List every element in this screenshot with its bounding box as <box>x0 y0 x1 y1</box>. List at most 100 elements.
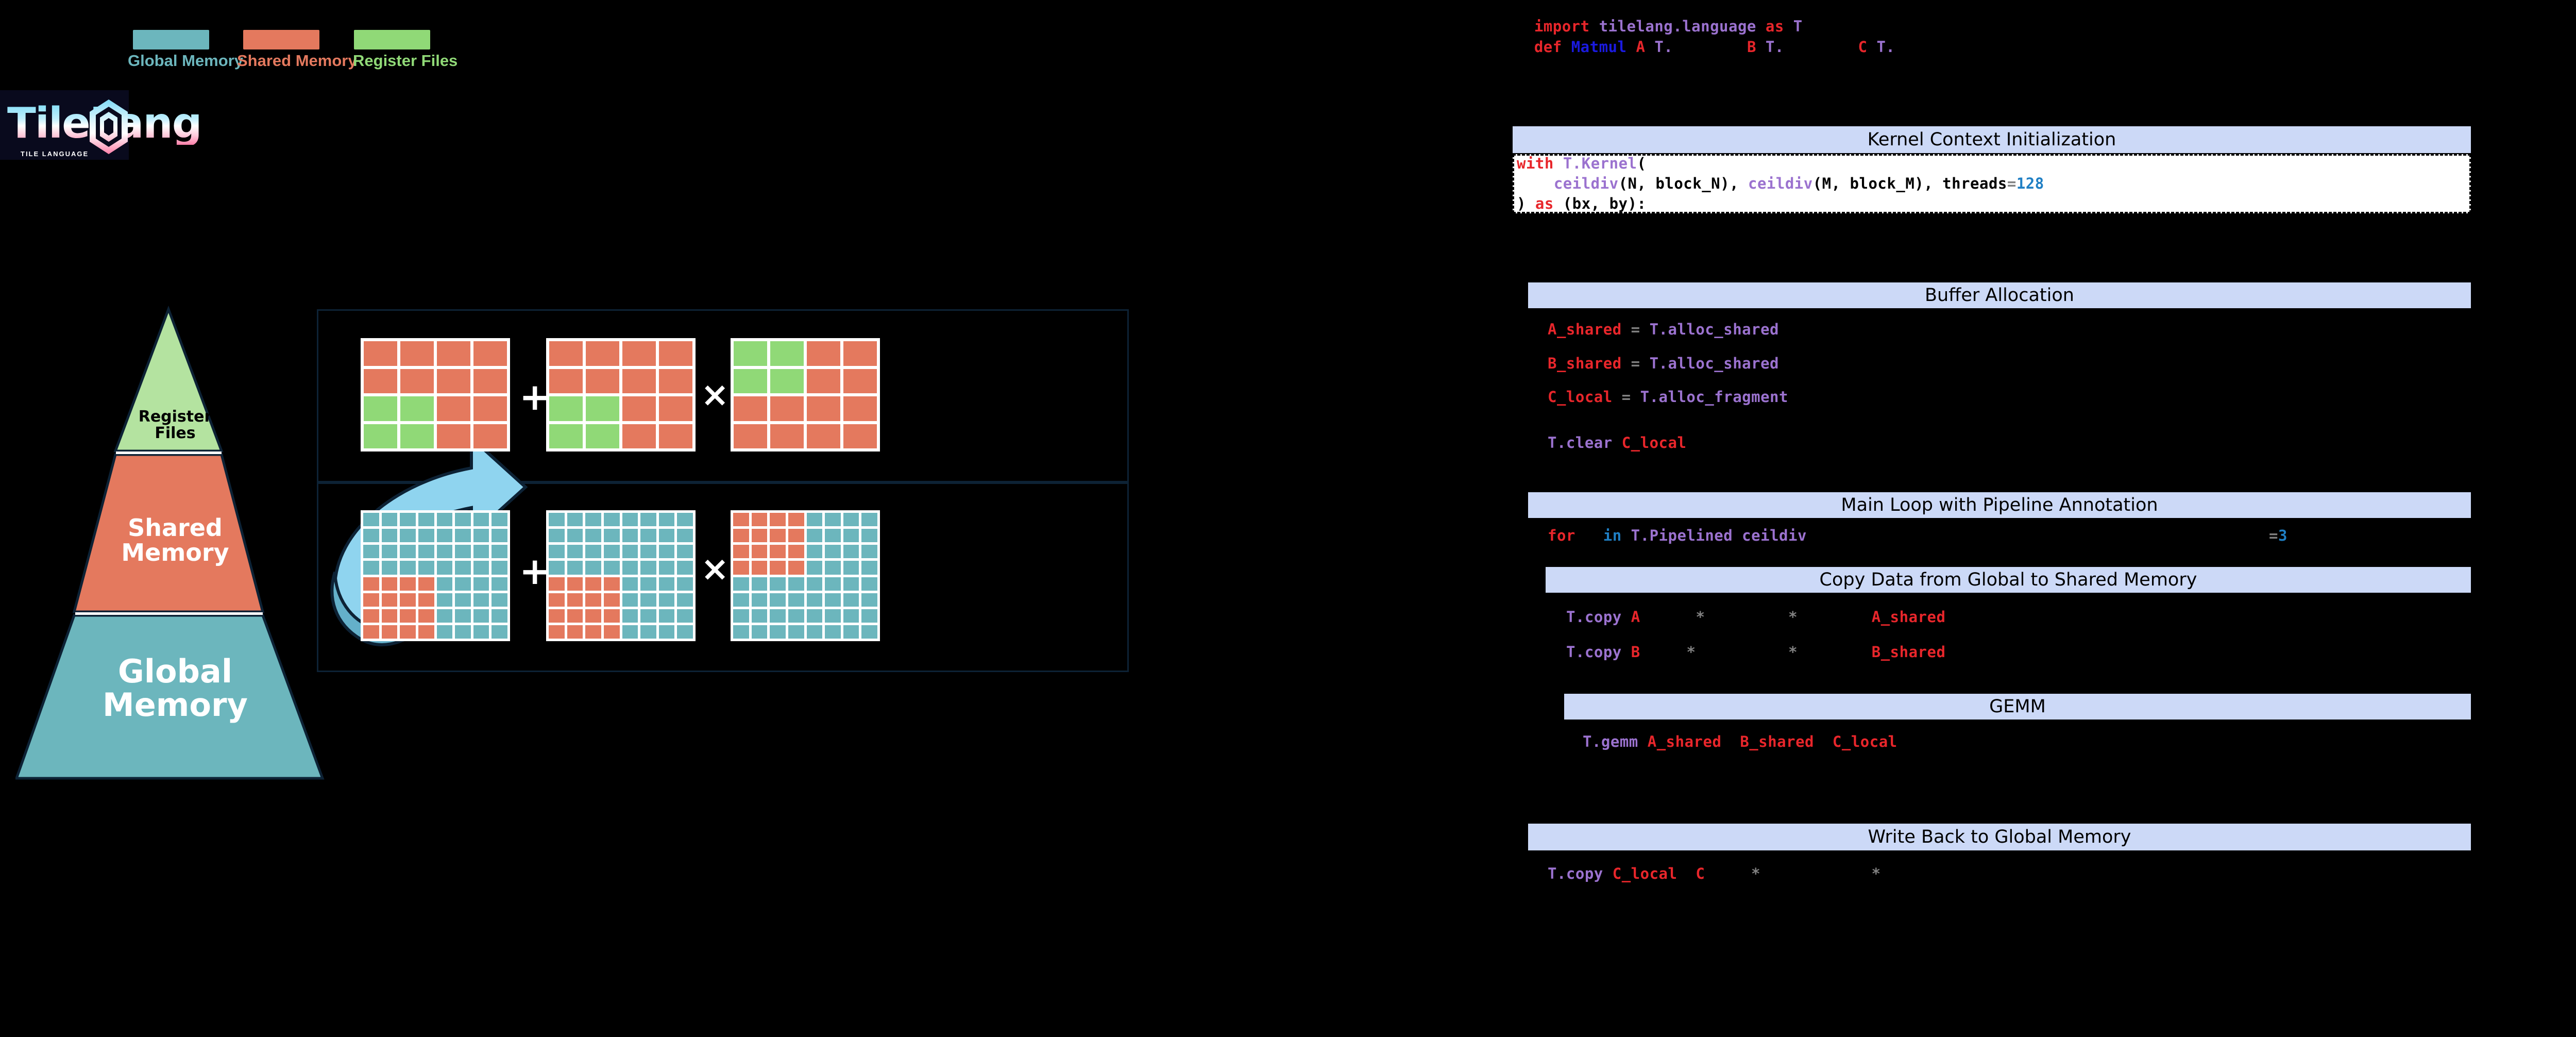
matrix-cell-shared <box>585 625 601 639</box>
matrix-bottom-C <box>361 510 510 641</box>
matrix-cell-global <box>603 561 620 575</box>
matrix-cell-global <box>381 561 398 575</box>
matrix-cell-global <box>806 609 823 623</box>
matrix-cell-global <box>861 593 877 607</box>
code-panel: import tilelang.language as T def Matmul… <box>1494 0 2576 1037</box>
code-line-gemm: T.gemm A_shared B_shared C_local <box>1583 733 1897 750</box>
matrix-cell-global <box>770 593 786 607</box>
matrix-cell-global <box>806 625 823 639</box>
matrix-cell-register <box>549 396 583 421</box>
matrix-cell-global <box>843 593 859 607</box>
code-line-writeback-copy: T.copy C_local C * * <box>1548 865 1881 882</box>
matrix-cell-global <box>770 625 786 639</box>
code-line-def: def Matmul A T. B T. C T. <box>1497 21 1895 73</box>
matrix-cell-global <box>640 593 656 607</box>
diagram-panel: TileLang TILE LANGUAGE Global Memory Sha… <box>0 30 1129 780</box>
matrix-cell-shared <box>770 561 786 575</box>
matrix-cell-global <box>751 593 768 607</box>
matrix-cell-global <box>640 577 656 591</box>
memory-hierarchy-pyramid <box>15 305 325 780</box>
matrix-cell-shared <box>733 561 749 575</box>
matrix-cell-global <box>788 625 804 639</box>
matrix-cell-global <box>861 625 877 639</box>
matrix-cell-global <box>770 577 786 591</box>
param-C-type: T. <box>1876 38 1895 56</box>
matrix-cell-global <box>585 529 601 543</box>
matrix-cell-shared <box>437 369 470 393</box>
matrix-cell-global <box>861 513 877 527</box>
matrix-cell-global <box>455 529 471 543</box>
matrix-cell-register <box>364 424 397 448</box>
matrix-cell-shared <box>622 424 656 448</box>
matrix-cell-global <box>825 625 841 639</box>
param-A: A <box>1636 38 1646 56</box>
matrix-cell-global <box>455 577 471 591</box>
matrix-cell-shared <box>770 396 804 421</box>
matrix-cell-shared <box>363 593 379 607</box>
matrix-cell-register <box>586 396 619 421</box>
matrix-cell-shared <box>659 369 692 393</box>
matrix-cell-shared <box>788 529 804 543</box>
matrix-cell-global <box>455 513 471 527</box>
matrix-cell-global <box>788 577 804 591</box>
matrix-cell-global <box>436 593 453 607</box>
matrix-cell-global <box>622 625 638 639</box>
matrix-cell-global <box>843 609 859 623</box>
code-line-t-clear: T.clear C_local <box>1548 434 1687 451</box>
matrix-cell-register <box>734 369 767 393</box>
matrix-cell-shared <box>751 545 768 559</box>
matrix-cell-global <box>622 593 638 607</box>
matrix-cell-register <box>549 424 583 448</box>
matrix-cell-global <box>806 513 823 527</box>
matrix-cell-global <box>843 529 859 543</box>
matrix-cell-shared <box>473 369 507 393</box>
matrix-cell-shared <box>363 625 379 639</box>
matrix-cell-shared <box>381 609 398 623</box>
matrix-cell-shared <box>418 577 434 591</box>
matrix-cell-global <box>770 609 786 623</box>
matrix-cell-global <box>825 513 841 527</box>
matrix-cell-global <box>455 609 471 623</box>
matrix-cell-global <box>677 561 693 575</box>
matrix-cell-global <box>658 513 675 527</box>
matrix-cell-global <box>473 545 489 559</box>
matrix-cell-global <box>843 561 859 575</box>
matrix-cell-shared <box>381 625 398 639</box>
code-line-with-kernel: with T.Kernel( <box>1517 155 1647 172</box>
matrix-cell-global <box>733 609 749 623</box>
matrix-cell-global <box>733 625 749 639</box>
matrix-cell-shared <box>770 513 786 527</box>
matrix-cell-shared <box>585 593 601 607</box>
matrix-cell-global <box>861 577 877 591</box>
matrix-cell-shared <box>549 625 565 639</box>
matrix-cell-register <box>770 341 804 366</box>
matrix-cell-global <box>455 593 471 607</box>
section-header-kernel-context: Kernel Context Initialization <box>1513 126 2471 153</box>
matrix-cell-global <box>436 609 453 623</box>
code-line-pipeline-stages: =3 <box>2269 527 2287 544</box>
matrix-cell-shared <box>622 369 656 393</box>
section-header-copy-global-shared: Copy Data from Global to Shared Memory <box>1546 567 2471 593</box>
matrix-cell-global <box>788 609 804 623</box>
matrix-cell-global <box>806 593 823 607</box>
matrix-cell-global <box>492 529 507 543</box>
code-line-import: import tilelang.language as T <box>1497 0 1803 53</box>
matrix-cell-shared <box>751 561 768 575</box>
matrix-cell-shared <box>586 369 619 393</box>
matrix-cell-shared <box>585 577 601 591</box>
matrix-cell-global <box>436 513 453 527</box>
matrix-cell-global <box>806 545 823 559</box>
code-line-ceildiv-threads: ceildiv(N, block_N), ceildiv(M, block_M)… <box>1553 175 2044 192</box>
matrix-cell-global <box>436 529 453 543</box>
matrix-cell-shared <box>400 369 434 393</box>
matrix-cell-shared <box>364 341 397 366</box>
matrix-cell-shared <box>363 577 379 591</box>
matrix-cell-global <box>843 513 859 527</box>
matrix-cell-global <box>418 513 434 527</box>
matrix-cell-shared <box>437 424 470 448</box>
matrix-top-B <box>731 338 880 451</box>
matrix-cell-global <box>622 529 638 543</box>
matrix-cell-shared <box>400 341 434 366</box>
matrix-cell-global <box>603 513 620 527</box>
